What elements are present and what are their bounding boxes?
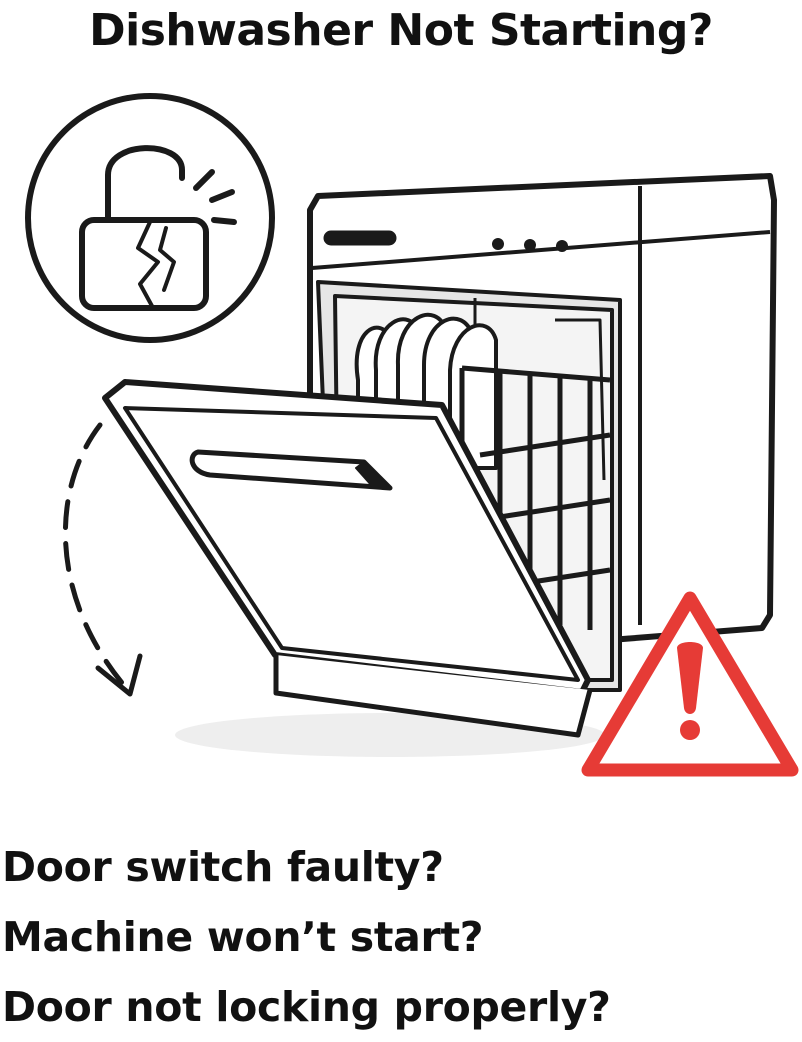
door-handle [189, 449, 393, 491]
warning-triangle-icon [581, 591, 799, 777]
question-wont-start: Machine won’t start? [2, 913, 484, 961]
dishwasher-illustration [25, 93, 799, 777]
page-title: Dishwasher Not Starting? [89, 5, 713, 56]
question-door-locking: Door not locking properly? [2, 983, 611, 1031]
question-door-switch: Door switch faulty? [2, 843, 444, 891]
broken-padlock-icon [25, 93, 275, 343]
dishwasher-door [102, 379, 593, 738]
question-list: Door switch faulty? Machine won’t start?… [2, 832, 611, 1042]
door-opening-arrow-icon [62, 422, 143, 697]
